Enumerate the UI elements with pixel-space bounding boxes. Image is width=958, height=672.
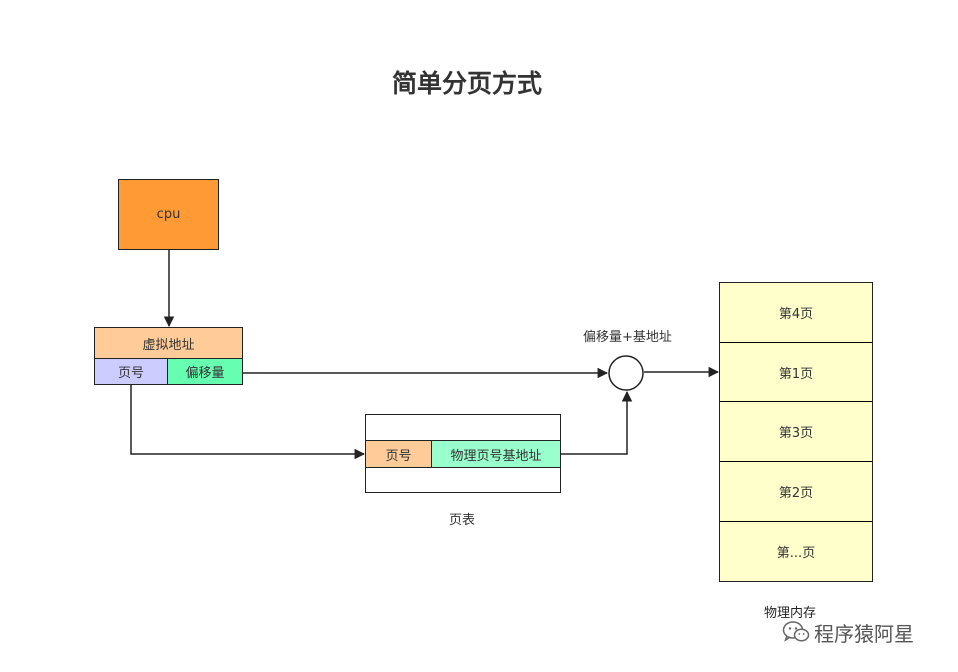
diagram-title: 简单分页方式 bbox=[391, 69, 542, 98]
adder-label: 偏移量+基地址 bbox=[583, 330, 672, 345]
memory-frame-label: 第3页 bbox=[778, 426, 814, 441]
arrow-page-number-to-page-table bbox=[130, 385, 366, 460]
virtual-address-header: 虚拟地址 bbox=[94, 327, 243, 359]
memory-frame: 第3页 bbox=[720, 402, 872, 462]
adder-circle bbox=[608, 355, 644, 391]
page-table-page-number-cell: 页号 bbox=[365, 440, 432, 468]
page-table-page-number-label: 页号 bbox=[385, 448, 412, 464]
physical-memory-caption: 物理内存 bbox=[764, 606, 817, 621]
virtual-page-number-cell: 页号 bbox=[94, 358, 168, 385]
wechat-icon bbox=[782, 621, 810, 642]
watermark: 程序猿阿星 bbox=[782, 618, 914, 646]
virtual-offset-label: 偏移量 bbox=[185, 366, 225, 381]
memory-frame: 第...页 bbox=[720, 522, 872, 580]
page-table-frame-base-cell: 物理页号基地址 bbox=[431, 440, 561, 468]
cpu-label: cpu bbox=[156, 207, 181, 222]
page-table-caption: 页表 bbox=[449, 513, 476, 528]
watermark-text: 程序猿阿星 bbox=[814, 621, 914, 646]
page-table-frame-base-label: 物理页号基地址 bbox=[450, 448, 542, 464]
cpu-box: cpu bbox=[118, 179, 219, 250]
memory-frame-label: 第4页 bbox=[778, 307, 814, 322]
physical-memory-box: 第4页 第1页 第3页 第2页 第...页 bbox=[719, 282, 873, 582]
memory-frame: 第1页 bbox=[720, 343, 872, 402]
memory-frame-label: 第1页 bbox=[778, 366, 814, 382]
virtual-page-number-label: 页号 bbox=[117, 366, 144, 381]
arrow-frame-base-to-adder bbox=[561, 390, 633, 455]
memory-frame: 第2页 bbox=[720, 462, 872, 522]
memory-frame: 第4页 bbox=[720, 283, 872, 343]
virtual-address-label: 虚拟地址 bbox=[142, 337, 195, 353]
memory-frame-label: 第...页 bbox=[776, 545, 816, 561]
virtual-offset-cell: 偏移量 bbox=[167, 358, 243, 385]
memory-frame-label: 第2页 bbox=[778, 486, 814, 501]
